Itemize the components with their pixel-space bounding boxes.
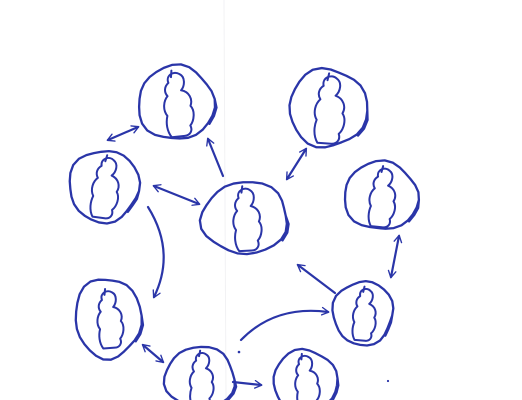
node-bottom-left bbox=[162, 345, 238, 400]
person-figure-icon bbox=[96, 288, 125, 350]
person-figure-icon bbox=[188, 349, 215, 400]
node-circle bbox=[162, 345, 238, 400]
connection-node-bottom-left-to-node-bottom-right bbox=[231, 379, 263, 389]
node-circle bbox=[272, 347, 340, 400]
connection-node-lower-left-to-node-bottom-left bbox=[141, 343, 165, 364]
pen-dot bbox=[386, 379, 390, 383]
connection-node-left-to-node-lower-left bbox=[146, 205, 165, 299]
connection-node-center-to-node-top-left bbox=[206, 137, 225, 178]
person-figure-icon bbox=[89, 154, 120, 220]
node-right bbox=[343, 159, 421, 230]
node-circle bbox=[343, 159, 421, 230]
node-bottom-right bbox=[272, 347, 340, 400]
node-lower-right bbox=[331, 279, 395, 347]
nodes bbox=[68, 63, 421, 400]
person-figure-icon bbox=[163, 69, 195, 139]
node-left bbox=[68, 149, 142, 225]
person-figure-icon bbox=[367, 165, 397, 229]
person-figure-icon bbox=[294, 352, 321, 400]
node-circle bbox=[137, 63, 218, 140]
connections bbox=[106, 125, 403, 389]
connection-node-center-to-node-left bbox=[152, 184, 201, 206]
person-figure-icon bbox=[313, 72, 346, 145]
node-circle bbox=[288, 66, 369, 149]
pen-dot bbox=[237, 350, 241, 354]
node-circle bbox=[68, 149, 142, 225]
person-figure-icon bbox=[232, 185, 263, 253]
node-center bbox=[198, 181, 290, 256]
connection-node-lower-right-to-node-center bbox=[296, 263, 337, 295]
paper-fold-line bbox=[223, 0, 227, 400]
node-top-right bbox=[288, 66, 369, 149]
connection-node-top-left-to-node-left bbox=[106, 125, 140, 142]
connection-node-right-to-node-lower-right bbox=[387, 234, 403, 279]
connection-node-bottom-center-to-node-lower-right bbox=[239, 306, 330, 342]
node-circle bbox=[331, 279, 395, 347]
node-circle bbox=[198, 181, 290, 256]
node-lower-left bbox=[74, 278, 145, 361]
connection-node-top-right-to-node-center bbox=[285, 147, 308, 181]
node-circle bbox=[74, 278, 145, 361]
person-figure-icon bbox=[351, 285, 377, 342]
node-top-left bbox=[137, 63, 218, 140]
